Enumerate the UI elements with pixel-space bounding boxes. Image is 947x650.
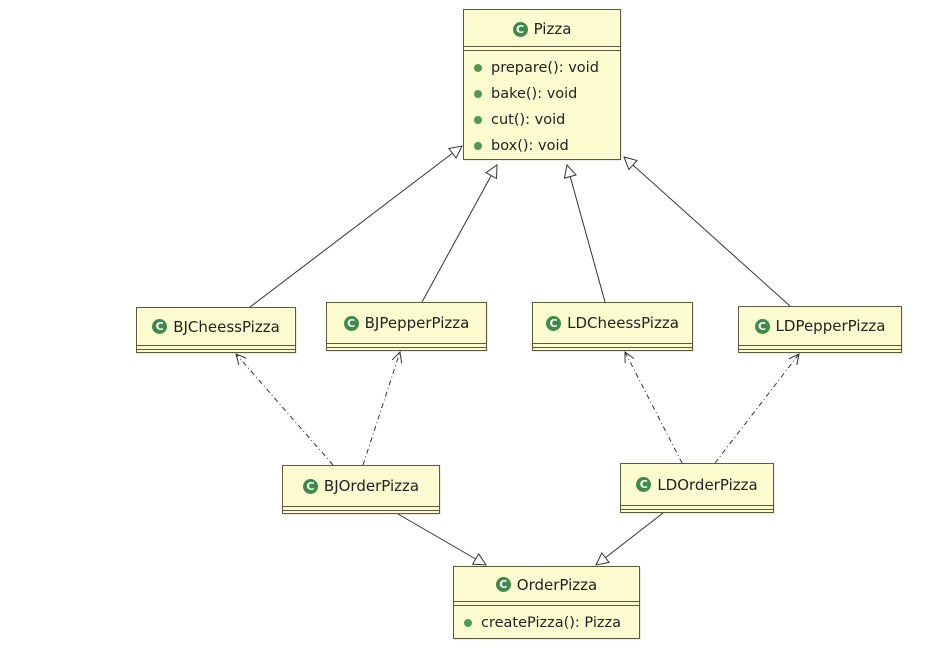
attributes-separator [621,505,773,510]
method-list: createPizza(): Pizza [454,606,639,640]
class-icon: C [546,315,562,331]
class-bjcheesspizza[interactable]: C BJCheessPizza [136,307,296,353]
class-bjorderpizza[interactable]: C BJOrderPizza [282,465,440,514]
inheritance-line-ldorder-orderpizza [596,512,664,565]
class-pizza[interactable]: C Pizza prepare(): void bake(): void cut… [463,9,621,160]
class-ldcheesspizza[interactable]: C LDCheessPizza [532,302,693,351]
method-signature: cut(): void [491,112,566,128]
class-ldorderpizza[interactable]: C LDOrderPizza [620,463,774,513]
method-item: createPizza(): Pizza [464,610,639,636]
inheritance-line-bjpepper-pizza [421,165,497,303]
method-item: prepare(): void [474,55,620,81]
class-icon: C [152,319,168,334]
method-item: cut(): void [474,107,620,133]
public-method-icon [474,116,482,124]
class-name: BJPepperPizza [364,314,470,332]
class-name: LDOrderPizza [657,475,758,494]
class-name: OrderPizza [516,575,598,594]
public-method-icon [474,64,482,72]
attributes-separator [283,506,439,511]
class-name: LDCheessPizza [567,314,679,332]
method-item: box(): void [474,133,620,159]
dependency-line-ldorder-ldpepper [714,354,799,464]
method-signature: box(): void [491,138,569,154]
method-list: prepare(): void bake(): void cut(): void… [464,51,620,163]
method-signature: bake(): void [491,86,578,102]
attributes-separator [739,345,901,350]
attributes-separator [464,46,620,51]
public-method-icon [474,90,482,98]
class-ldpepperpizza[interactable]: C LDPepperPizza [738,306,902,353]
class-icon: C [512,21,528,37]
dependency-line-ldorder-ldcheess [625,352,683,464]
class-icon: C [636,477,652,492]
attributes-separator [454,601,639,606]
dependency-line-bjorder-bjpepper [362,352,400,466]
class-name: LDPepperPizza [775,317,886,335]
class-name: Pizza [533,20,572,38]
inheritance-line-bjcheess-pizza [249,146,462,308]
dependency-line-bjorder-bjcheess [236,354,334,466]
public-method-icon [474,142,482,150]
public-method-icon [464,619,472,627]
inheritance-line-ldpepper-pizza [624,157,791,307]
class-orderpizza[interactable]: C OrderPizza createPizza(): Pizza [453,566,640,639]
attributes-separator [137,345,295,350]
class-icon: C [302,478,318,494]
class-icon: C [343,315,359,331]
class-icon: C [754,318,770,334]
inheritance-line-ldcheess-pizza [567,165,606,303]
inheritance-line-bjorder-orderpizza [397,513,486,565]
attributes-separator [327,343,486,348]
method-item: bake(): void [474,81,620,107]
class-bjpepperpizza[interactable]: C BJPepperPizza [326,302,487,351]
method-signature: createPizza(): Pizza [481,615,621,631]
class-icon: C [495,577,511,592]
attributes-separator [533,343,692,348]
method-signature: prepare(): void [491,60,599,76]
class-name: BJOrderPizza [323,477,420,495]
class-name: BJCheessPizza [173,317,280,336]
